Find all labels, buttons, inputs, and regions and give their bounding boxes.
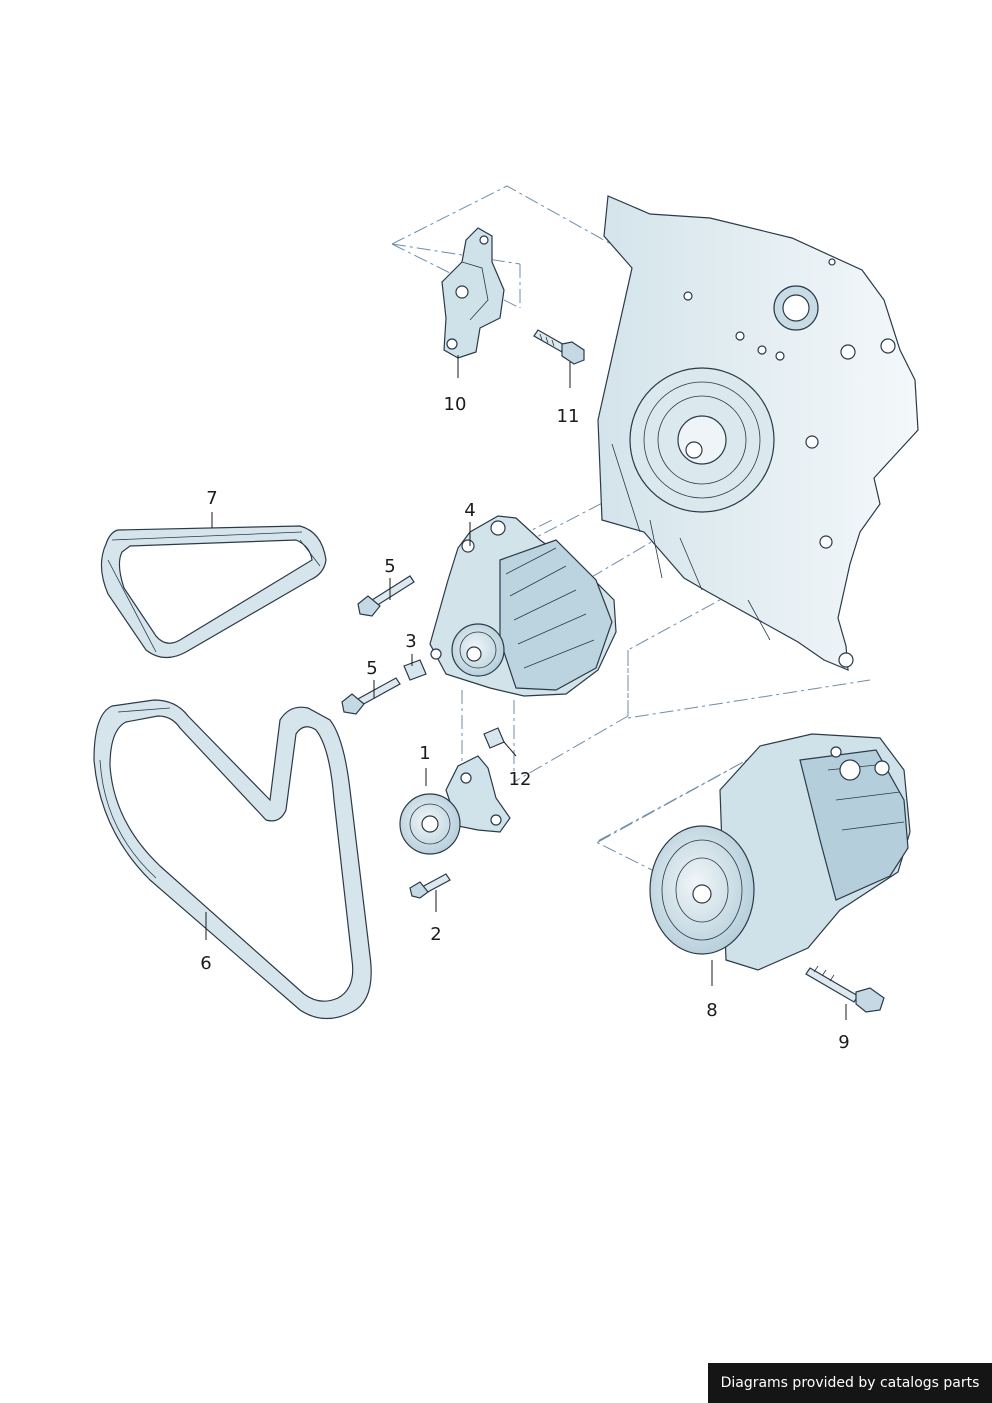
callout-1: 1	[419, 743, 431, 764]
callout-4: 4	[464, 500, 476, 521]
callout-10: 10	[443, 394, 467, 415]
belt-tensioner	[399, 755, 511, 855]
callout-2: 2	[430, 924, 442, 945]
callout-12: 12	[508, 769, 532, 790]
alternator-bolt-upper	[357, 575, 415, 617]
tensioner-bolt	[409, 873, 451, 899]
alternator	[429, 515, 617, 697]
callout-7: 7	[206, 488, 218, 509]
attribution-footer: Diagrams provided by catalogs parts	[708, 1363, 992, 1403]
callout-11: 11	[556, 406, 580, 427]
callout-pointer-lines	[205, 355, 847, 1020]
engine-block	[597, 195, 919, 671]
callout-6: 6	[200, 953, 212, 974]
bracket-bolt	[533, 329, 585, 365]
callout-5-lower: 5	[366, 658, 378, 679]
ac-compressor	[649, 733, 911, 971]
long-ribbed-belt	[93, 699, 372, 1020]
short-ribbed-belt	[100, 525, 327, 659]
bracket	[441, 227, 505, 359]
compressor-bolt	[805, 965, 885, 1013]
callout-3: 3	[405, 631, 417, 652]
bushing-lower	[483, 727, 505, 749]
bushing-upper	[403, 659, 427, 681]
callout-8: 8	[706, 1000, 718, 1021]
callout-9: 9	[838, 1032, 850, 1053]
alternator-bolt-lower	[341, 677, 401, 715]
callout-5-upper: 5	[384, 556, 396, 577]
